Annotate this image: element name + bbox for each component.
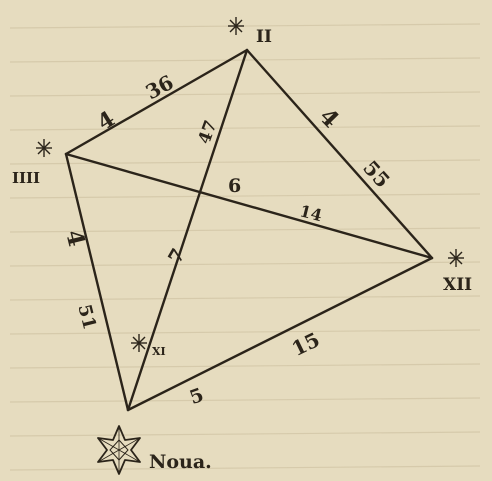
distance-IIII-nova-lower: 51 bbox=[73, 302, 99, 331]
bleed-through-lines bbox=[9, 23, 481, 471]
star-label-nova: Noua. bbox=[149, 451, 212, 473]
star-label-XII: XII bbox=[443, 275, 472, 295]
edge-XII-nova bbox=[126, 256, 434, 412]
diagonal-II-nova bbox=[126, 48, 249, 412]
distance-nova-XII-lower: 5 bbox=[187, 384, 207, 409]
distance-IIII-II-lower: 4 bbox=[93, 106, 120, 136]
star-label-XI: XI bbox=[152, 345, 166, 358]
distance-nova-XII-upper: 15 bbox=[288, 327, 324, 361]
star-XII-icon bbox=[448, 249, 464, 267]
edge-II-XII bbox=[245, 48, 434, 260]
edge-nova-IIII bbox=[64, 152, 130, 412]
nova-star-icon bbox=[97, 425, 141, 475]
distance-IIII-nova-upper: 4 bbox=[60, 227, 90, 249]
star-label-IIII: IIII bbox=[12, 169, 40, 187]
distance-IIII-XII-right: 14 bbox=[298, 201, 324, 225]
star-IIII-icon bbox=[36, 139, 52, 157]
distance-IIII-XII-left: 6 bbox=[228, 175, 241, 197]
edge-IIII-II bbox=[64, 48, 249, 156]
distance-IIII-II-upper: 36 bbox=[142, 70, 178, 104]
star-II-icon bbox=[228, 17, 244, 35]
star-XI-icon bbox=[131, 334, 147, 352]
diagonal-IIII-XII bbox=[64, 152, 434, 260]
star-label-II: II bbox=[256, 27, 272, 47]
